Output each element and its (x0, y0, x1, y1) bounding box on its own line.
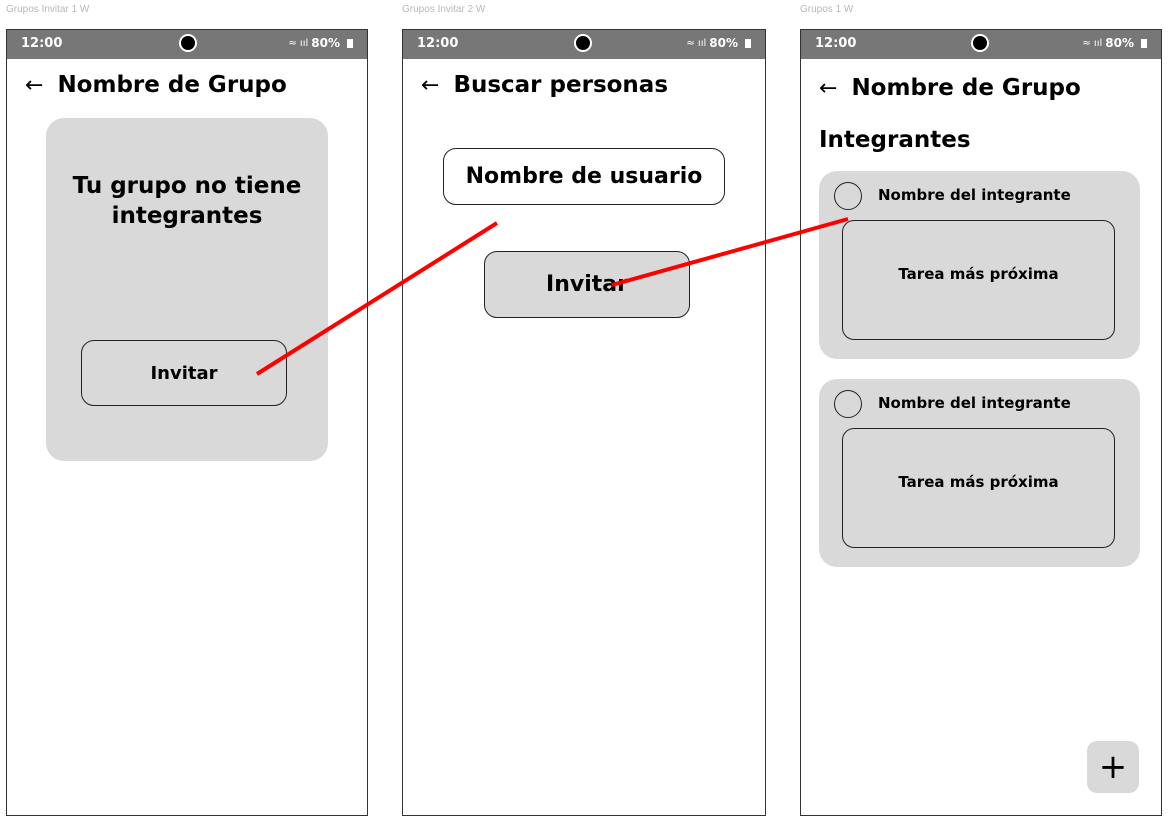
page-title: Nombre de Grupo (57, 72, 287, 98)
app-bar: ← Nombre de Grupo (25, 72, 287, 98)
app-bar: ← Buscar personas (421, 72, 668, 98)
empty-group-card: Tu grupo no tiene integrantes Invitar (46, 118, 328, 461)
member-card[interactable]: Nombre del integrante Tarea más próxima (819, 171, 1140, 359)
status-time: 12:00 (21, 36, 63, 51)
avatar (834, 182, 862, 210)
arrow-left-icon[interactable]: ← (25, 72, 44, 98)
member-name: Nombre del integrante (878, 186, 1071, 204)
avatar (834, 390, 862, 418)
screen-group-empty: 12:00 ≈ ııl 80% ← Nombre de Grupo Tu gru… (6, 29, 368, 816)
status-bar: 12:00 ≈ ııl 80% (403, 30, 765, 59)
camera-icon (179, 34, 197, 52)
member-card[interactable]: Nombre del integrante Tarea más próxima (819, 379, 1140, 567)
screen-search-people: 12:00 ≈ ııl 80% ← Buscar personas Nombre… (402, 29, 766, 816)
arrow-left-icon[interactable]: ← (421, 72, 440, 98)
next-task-box[interactable]: Tarea más próxima (842, 220, 1115, 340)
battery-icon (745, 38, 751, 48)
page-title: Nombre de Grupo (851, 75, 1081, 101)
frame-label-invitar-2: Grupos Invitar 2 W (402, 4, 486, 15)
camera-icon (574, 34, 592, 52)
app-bar: ← Nombre de Grupo (819, 75, 1081, 101)
next-task-box[interactable]: Tarea más próxima (842, 428, 1115, 548)
battery-icon (1141, 38, 1147, 48)
add-button[interactable]: + (1087, 741, 1139, 793)
username-input[interactable]: Nombre de usuario (443, 148, 725, 205)
member-name: Nombre del integrante (878, 394, 1071, 412)
wifi-signal-icon: ≈ ııl (686, 37, 707, 49)
arrow-left-icon[interactable]: ← (819, 75, 838, 101)
status-bar: 12:00 ≈ ııl 80% (801, 30, 1161, 59)
frame-label-invitar-1: Grupos Invitar 1 W (6, 4, 90, 15)
battery-percent: 80% (1105, 36, 1134, 50)
empty-group-message: Tu grupo no tiene integrantes (72, 173, 302, 229)
screen-group-members: 12:00 ≈ ııl 80% ← Nombre de Grupo Integr… (800, 29, 1162, 816)
invite-button[interactable]: Invitar (484, 251, 690, 318)
frame-label-grupos-1: Grupos 1 W (800, 4, 854, 15)
camera-icon (971, 34, 989, 52)
page-title: Buscar personas (453, 72, 669, 98)
status-time: 12:00 (815, 36, 857, 51)
battery-percent: 80% (709, 36, 738, 50)
members-section-title: Integrantes (819, 127, 971, 153)
battery-icon (347, 38, 353, 48)
status-bar: 12:00 ≈ ııl 80% (7, 30, 367, 59)
status-time: 12:00 (417, 36, 459, 51)
battery-percent: 80% (311, 36, 340, 50)
invite-button[interactable]: Invitar (81, 340, 287, 406)
wifi-signal-icon: ≈ ııl (1082, 37, 1103, 49)
wifi-signal-icon: ≈ ııl (288, 37, 309, 49)
plus-icon: + (1098, 747, 1128, 787)
